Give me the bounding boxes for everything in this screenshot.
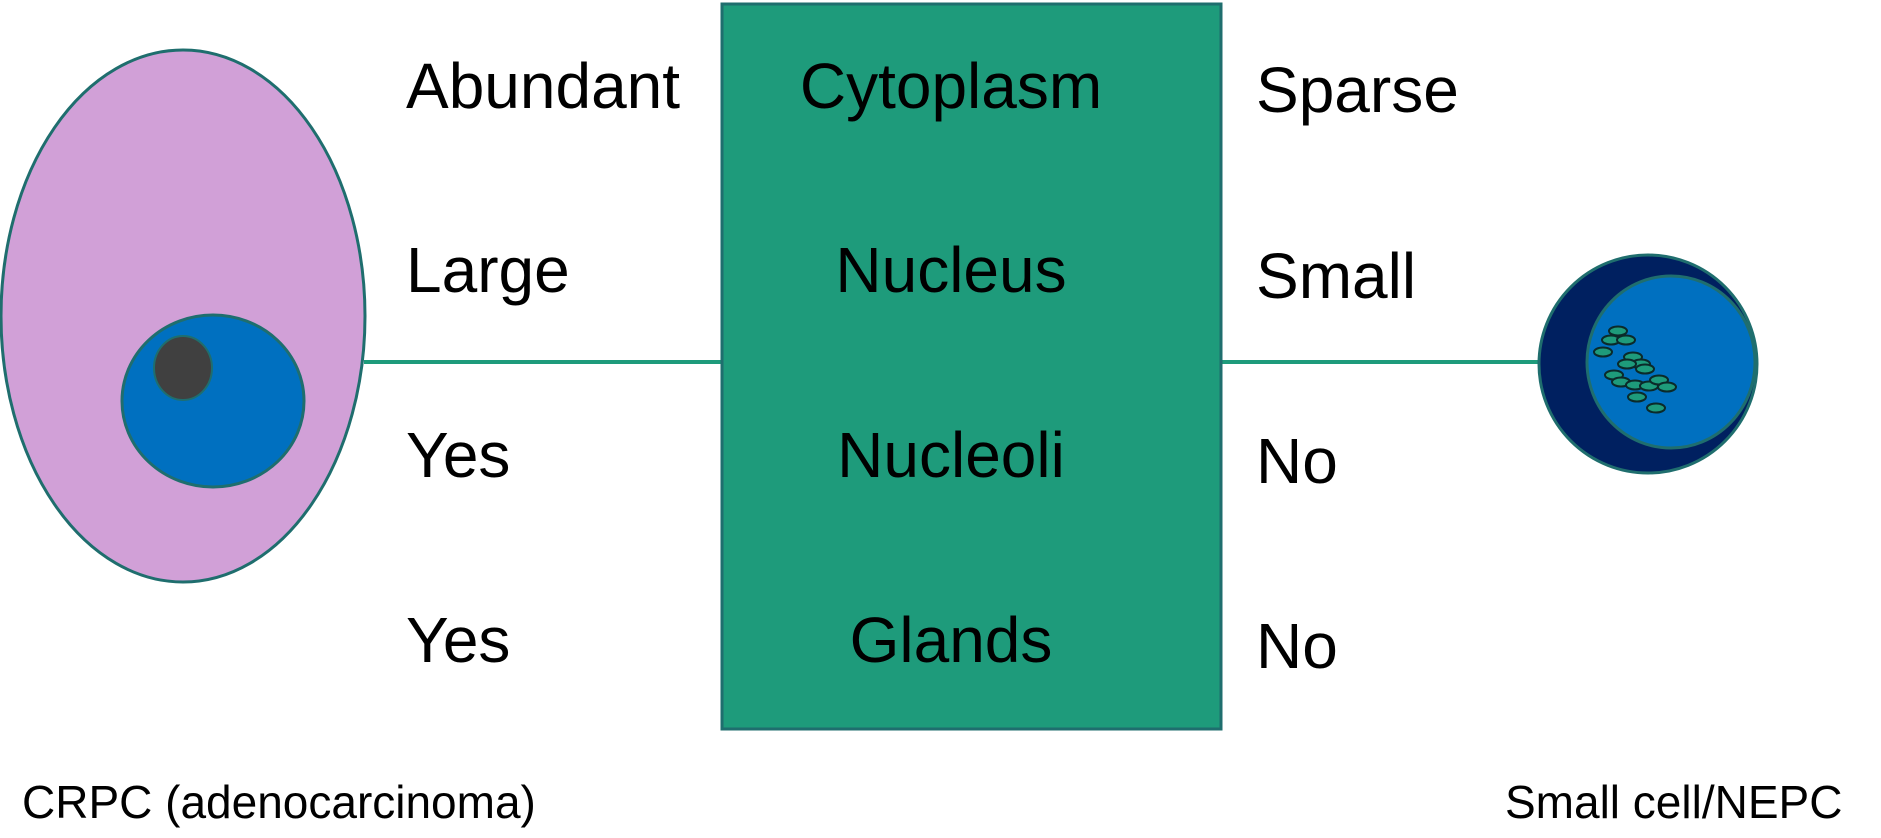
feature-label-nucleoli: Nucleoli [837, 419, 1065, 491]
nepc-caption: Small cell/NEPC [1505, 776, 1842, 828]
nepc-value-nucleus: Small [1256, 240, 1416, 312]
nepc-nucleus-shape [1587, 276, 1755, 448]
chromatin-granule [1609, 327, 1627, 336]
crpc-value-nucleoli: Yes [406, 419, 510, 491]
crpc-nucleus-shape [122, 315, 304, 487]
nepc-value-glands: No [1256, 610, 1338, 682]
crpc-cytoplasm-shape [1, 50, 365, 582]
feature-label-cytoplasm: Cytoplasm [800, 50, 1102, 122]
chromatin-granule [1647, 404, 1665, 413]
crpc-nucleolus-shape [154, 336, 212, 400]
feature-label-nucleus: Nucleus [835, 234, 1066, 306]
crpc-value-nucleus: Large [406, 234, 570, 306]
crpc-caption: CRPC (adenocarcinoma) [22, 776, 536, 828]
nepc-cell-illustration [1539, 255, 1757, 473]
crpc-value-cytoplasm: Abundant [406, 50, 680, 122]
chromatin-granule [1636, 365, 1654, 374]
feature-label-glands: Glands [850, 604, 1053, 676]
chromatin-granule [1594, 348, 1612, 357]
crpc-cell-illustration [1, 50, 365, 582]
chromatin-granule [1628, 393, 1646, 402]
chromatin-granule [1617, 336, 1635, 345]
nepc-value-nucleoli: No [1256, 425, 1338, 497]
crpc-value-glands: Yes [406, 604, 510, 676]
nepc-value-cytoplasm: Sparse [1256, 54, 1459, 126]
chromatin-granule [1658, 383, 1676, 392]
chromatin-granule [1618, 360, 1636, 369]
